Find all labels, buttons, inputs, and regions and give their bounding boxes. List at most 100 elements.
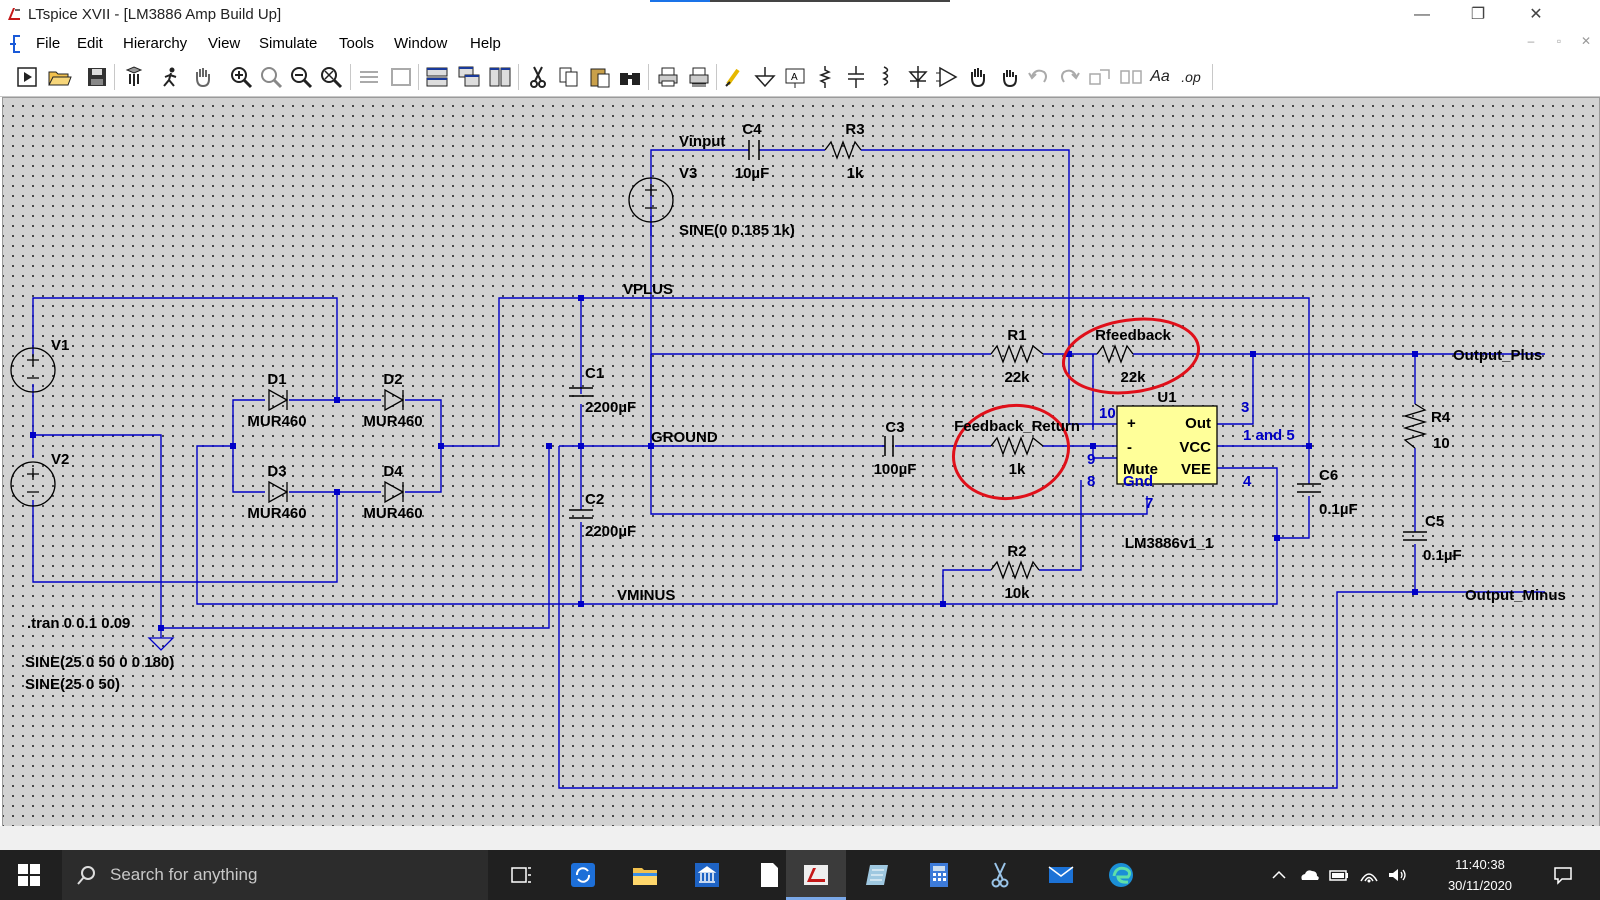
task-view-icon[interactable] <box>506 860 536 890</box>
component-icon[interactable] <box>934 64 960 90</box>
c4-capacitor-symbol[interactable] <box>748 140 760 160</box>
document-system-icon[interactable] <box>8 34 26 54</box>
edge-icon[interactable] <box>1106 860 1136 890</box>
print-preview-icon[interactable] <box>686 64 712 90</box>
v2-source-symbol[interactable] <box>10 461 56 507</box>
menu-help[interactable]: Help <box>470 35 501 52</box>
cut-icon[interactable] <box>525 64 551 90</box>
label-net-icon[interactable]: A <box>782 64 808 90</box>
zoom-in-icon[interactable] <box>228 64 254 90</box>
paste-icon[interactable] <box>587 64 613 90</box>
r2-resistor-symbol[interactable] <box>990 560 1040 580</box>
minimize-button[interactable]: — <box>1414 6 1430 23</box>
c5-capacitor-symbol[interactable] <box>1403 531 1427 541</box>
feedback-return-resistor-symbol[interactable] <box>990 436 1044 456</box>
document-icon[interactable] <box>754 860 784 890</box>
r3-resistor-symbol[interactable] <box>824 140 862 160</box>
mdi-restore-button[interactable]: ▫ <box>1556 34 1562 48</box>
volume-icon[interactable] <box>1386 864 1408 886</box>
u1-pin-number-4: 4 <box>1243 473 1252 490</box>
text-icon[interactable]: Aa <box>1150 68 1170 85</box>
d3-diode-symbol[interactable] <box>268 480 289 504</box>
mdi-close-button[interactable]: ✕ <box>1580 34 1592 48</box>
rfeedback-ref: Rfeedback <box>1095 327 1172 344</box>
rfeedback-resistor-symbol[interactable] <box>1096 344 1134 364</box>
menu-simulate[interactable]: Simulate <box>259 35 318 52</box>
ground-icon[interactable] <box>752 64 778 90</box>
tile-horizontal-icon[interactable] <box>424 64 450 90</box>
drag-icon[interactable] <box>996 64 1022 90</box>
c3-capacitor-symbol[interactable] <box>884 436 894 456</box>
redo-icon[interactable] <box>1056 64 1082 90</box>
open-icon[interactable] <box>46 64 72 90</box>
menu-view[interactable]: View <box>208 35 241 52</box>
tran-directive[interactable]: .tran 0 0.1 0.09 <box>27 615 130 632</box>
onedrive-icon[interactable] <box>1298 864 1320 886</box>
schematic-canvas[interactable]: Vinput C4 10µF R3 1k V3 SINE(0 0.185 1k)… <box>2 97 1600 827</box>
run-icon[interactable] <box>14 64 40 90</box>
mail-icon[interactable] <box>1046 860 1076 890</box>
autoscale-x-icon[interactable] <box>356 64 382 90</box>
control-panel-icon[interactable] <box>121 64 147 90</box>
maximize-button[interactable]: ❐ <box>1470 6 1486 23</box>
d2-diode-symbol[interactable] <box>384 388 405 412</box>
menu-window[interactable]: Window <box>394 35 448 52</box>
ground-symbol[interactable] <box>147 628 175 651</box>
battery-icon[interactable] <box>1328 864 1350 886</box>
d4-diode-symbol[interactable] <box>384 480 405 504</box>
bank-app-icon[interactable] <box>692 860 722 890</box>
wires[interactable] <box>32 149 1545 789</box>
c6-capacitor-symbol[interactable] <box>1297 483 1321 493</box>
menu-tools[interactable]: Tools <box>339 35 375 52</box>
spice-directive-icon[interactable]: .op <box>1181 69 1201 85</box>
wire-icon[interactable] <box>722 64 748 90</box>
u1-ic-body[interactable] <box>1116 405 1218 485</box>
resistor-icon[interactable] <box>812 64 838 90</box>
copy-icon[interactable] <box>556 64 582 90</box>
windows-start-icon[interactable] <box>18 864 40 886</box>
zoom-area-icon[interactable] <box>258 64 284 90</box>
rotate-icon[interactable] <box>1087 64 1113 90</box>
taskbar-search-box[interactable]: Search for anything <box>62 850 488 900</box>
file-explorer-icon[interactable] <box>630 860 660 890</box>
save-icon[interactable] <box>84 64 110 90</box>
c4-ref: C4 <box>742 121 762 138</box>
cascade-icon[interactable] <box>456 64 482 90</box>
r1-resistor-symbol[interactable] <box>990 344 1044 364</box>
mdi-minimize-button[interactable]: – <box>1527 34 1535 48</box>
autoscale-y-icon[interactable] <box>388 64 414 90</box>
zoom-out-icon[interactable] <box>288 64 314 90</box>
wifi-icon[interactable] <box>1358 864 1380 886</box>
capacitor-icon[interactable] <box>843 64 869 90</box>
u1-pin-number-9: 9 <box>1087 451 1095 468</box>
snipping-tool-icon[interactable] <box>985 860 1015 890</box>
c1-capacitor-symbol[interactable] <box>569 387 593 397</box>
menu-edit[interactable]: Edit <box>77 35 103 52</box>
system-clock[interactable]: 11:40:38 30/11/2020 <box>1440 854 1520 896</box>
print-icon[interactable] <box>655 64 681 90</box>
undo-icon[interactable] <box>1026 64 1052 90</box>
close-button[interactable]: ✕ <box>1529 6 1543 23</box>
mirror-icon[interactable] <box>1118 64 1144 90</box>
zoom-fit-icon[interactable] <box>318 64 344 90</box>
find-icon[interactable] <box>617 64 643 90</box>
chevron-up-icon[interactable] <box>1268 864 1290 886</box>
pan-icon[interactable] <box>190 64 216 90</box>
sync-app-icon[interactable] <box>568 860 598 890</box>
v1-source-symbol[interactable] <box>10 347 56 393</box>
inductor-icon[interactable] <box>873 64 899 90</box>
tile-vertical-icon[interactable] <box>487 64 513 90</box>
menu-file[interactable]: File <box>36 35 61 52</box>
move-icon[interactable] <box>965 64 991 90</box>
notification-icon[interactable] <box>1552 864 1574 886</box>
ltspice-icon[interactable] <box>801 860 831 890</box>
notes-app-icon[interactable] <box>862 860 892 890</box>
d1-diode-symbol[interactable] <box>268 388 289 412</box>
calculator-icon[interactable] <box>924 860 954 890</box>
menu-hierarchy[interactable]: Hierarchy <box>123 35 188 52</box>
c2-capacitor-symbol[interactable] <box>569 509 593 519</box>
r4-resistor-symbol[interactable] <box>1402 403 1428 449</box>
diode-icon[interactable] <box>905 64 931 90</box>
halt-icon[interactable] <box>158 64 184 90</box>
v3-source-symbol[interactable] <box>628 177 674 223</box>
